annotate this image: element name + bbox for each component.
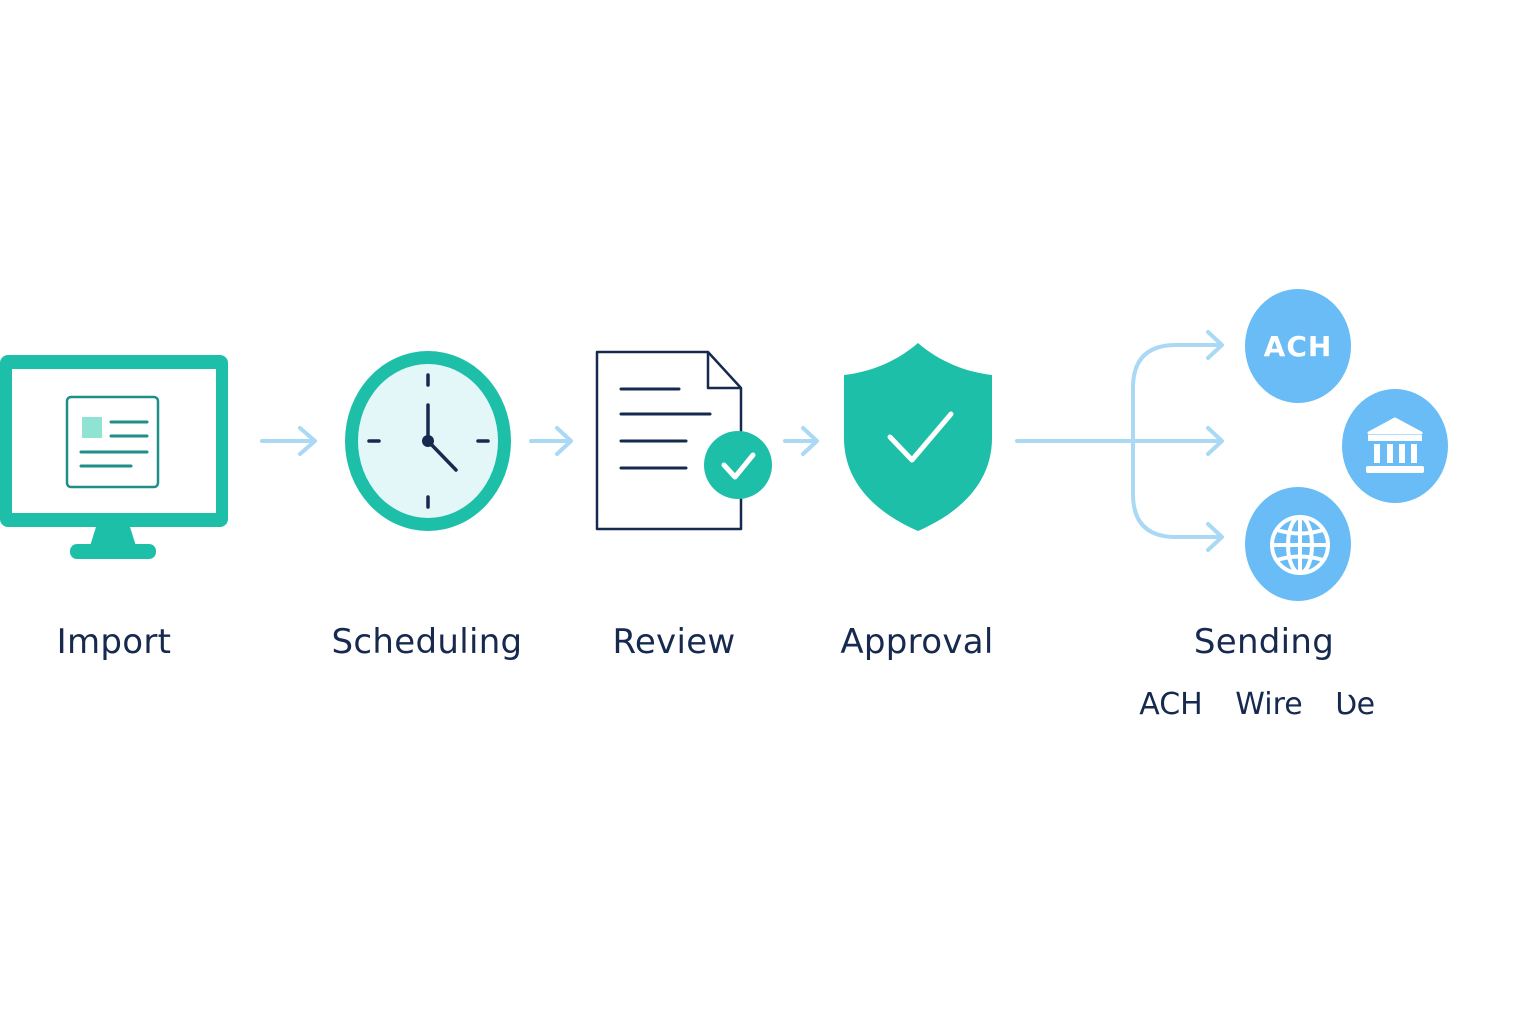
clock-icon bbox=[345, 351, 511, 531]
computer-monitor-icon bbox=[0, 355, 228, 559]
method-label-other: Ʋe bbox=[1334, 687, 1376, 722]
ach-badge-text: ACH bbox=[1264, 330, 1333, 363]
bank-icon bbox=[1342, 389, 1448, 503]
step-label-scheduling: Scheduling bbox=[331, 622, 523, 662]
document-check-icon bbox=[595, 350, 772, 531]
step-label-import: Import bbox=[56, 622, 172, 662]
step-label-sending: Sending bbox=[1193, 622, 1335, 662]
method-label-wire: Wire bbox=[1235, 687, 1303, 722]
arrow-connector bbox=[783, 426, 819, 456]
globe-icon bbox=[1245, 487, 1351, 601]
arrow-connector bbox=[529, 426, 573, 456]
method-label-ach: ACH bbox=[1139, 687, 1203, 722]
step-label-review: Review bbox=[612, 622, 736, 662]
shield-check-icon bbox=[844, 343, 992, 531]
ach-badge: ACH bbox=[1245, 289, 1351, 403]
branch-arrows-icon bbox=[1015, 330, 1224, 552]
arrow-connector bbox=[260, 426, 317, 456]
step-label-approval: Approval bbox=[840, 622, 994, 662]
